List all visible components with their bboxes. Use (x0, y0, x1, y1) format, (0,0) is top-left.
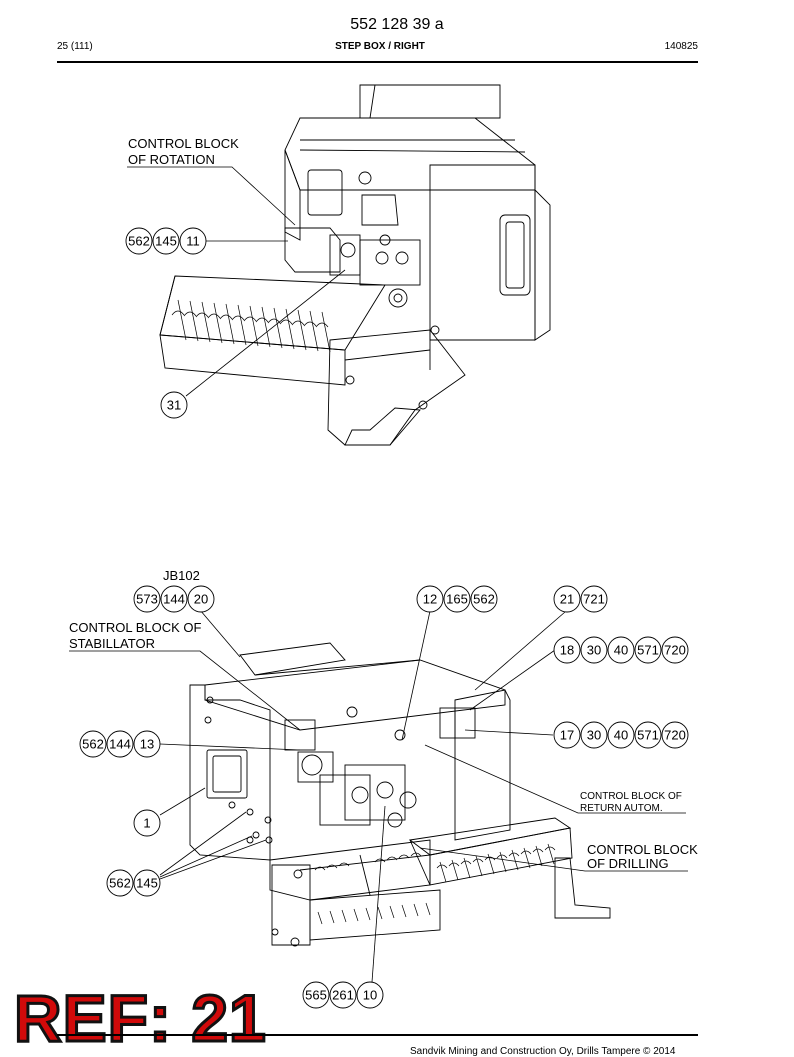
callout-562: 562 (109, 876, 131, 891)
callout-165: 165 (446, 592, 468, 607)
callout-31: 31 (167, 398, 181, 413)
callout-261: 261 (332, 988, 354, 1003)
callout-17: 17 (560, 728, 574, 743)
callout-12: 12 (423, 592, 437, 607)
document-code: 140825 (664, 41, 698, 52)
callout-30: 30 (587, 728, 601, 743)
page-number: 25 (111) (57, 41, 93, 52)
header-rule (57, 61, 698, 63)
footer-rule (57, 1034, 698, 1036)
leader-lines (69, 166, 688, 983)
callout-18: 18 (560, 643, 574, 658)
label-control-block-stabillator-line1: CONTROL BLOCK OF (69, 620, 201, 635)
label-control-block-stabillator-line2: STABILLATOR (69, 636, 155, 651)
label-control-block-rotation-line1: CONTROL BLOCK (128, 136, 239, 151)
callout-720: 720 (664, 728, 686, 743)
callout-40: 40 (614, 643, 628, 658)
callout-11: 11 (186, 234, 200, 249)
ref-watermark: REF: 21 (13, 981, 268, 1055)
top-assembly-drawing (159, 84, 551, 446)
label-control-block-return-line2: RETURN AUTOM. (580, 803, 663, 814)
bottom-assembly-drawing (189, 642, 611, 947)
label-jb102: JB102 (163, 568, 200, 583)
callout-21: 21 (560, 592, 574, 607)
callout-30: 30 (587, 643, 601, 658)
callout-562: 562 (82, 737, 104, 752)
callout-571: 571 (637, 728, 659, 743)
callout-13: 13 (140, 737, 154, 752)
callout-144: 144 (163, 592, 185, 607)
callout-565: 565 (305, 988, 327, 1003)
callout-562: 562 (473, 592, 495, 607)
callout-1: 1 (143, 816, 150, 831)
callout-10: 10 (363, 988, 377, 1003)
label-control-block-rotation-line2: OF ROTATION (128, 152, 215, 167)
callout-573: 573 (136, 592, 158, 607)
label-control-block-drilling-line2: OF DRILLING (587, 856, 669, 871)
footer-copyright: Sandvik Mining and Construction Oy, Dril… (410, 1046, 676, 1057)
callout-571: 571 (637, 643, 659, 658)
callout-721: 721 (583, 592, 605, 607)
callout-40: 40 (614, 728, 628, 743)
callout-145: 145 (136, 876, 158, 891)
callout-145: 145 (155, 234, 177, 249)
label-control-block-drilling-line1: CONTROL BLOCK (587, 842, 698, 857)
section-title: STEP BOX / RIGHT (335, 41, 425, 52)
callout-720: 720 (664, 643, 686, 658)
callout-20: 20 (194, 592, 208, 607)
document-number: 552 128 39 a (350, 16, 444, 33)
callout-562: 562 (128, 234, 150, 249)
label-control-block-return-line1: CONTROL BLOCK OF (580, 791, 682, 802)
callout-144: 144 (109, 737, 131, 752)
